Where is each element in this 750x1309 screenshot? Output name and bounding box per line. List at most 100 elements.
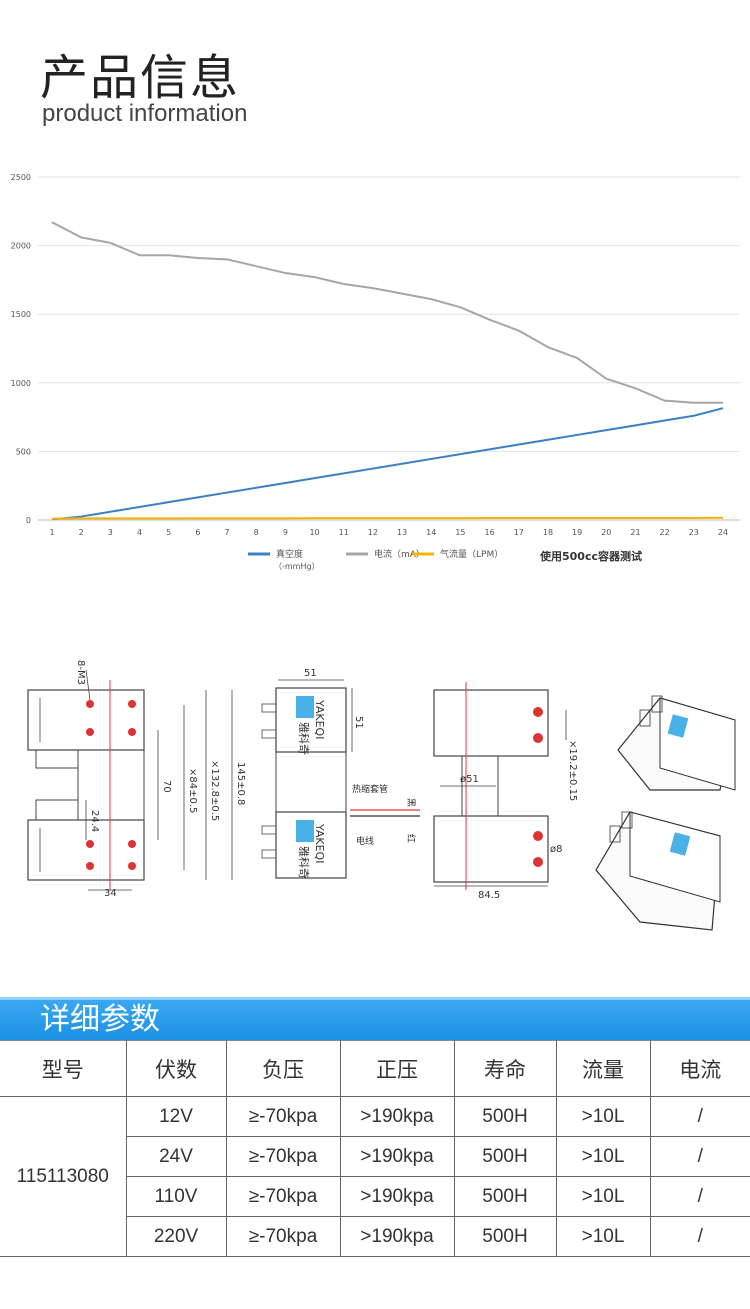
chart-grid xyxy=(38,176,740,521)
table-cell: 500H xyxy=(453,1176,557,1217)
dim-51-side-label: 51 xyxy=(353,716,364,729)
table-cell: 220V xyxy=(126,1216,227,1257)
heat-tube-label: 热缩套管 xyxy=(352,783,388,795)
x-tick-label: 8 xyxy=(254,528,259,537)
x-tick-label: 24 xyxy=(718,528,728,537)
x-tick-label: 19 xyxy=(572,528,582,537)
table-cell: / xyxy=(649,1096,750,1137)
x-tick-label: 9 xyxy=(283,528,288,537)
dim-phi8-label: ø8 xyxy=(550,844,562,855)
x-tick-label: 2 xyxy=(79,528,84,537)
brand-cn-label: 雅科奇 xyxy=(297,722,311,755)
legend-label: 真空度 xyxy=(276,548,303,560)
x-tick-label: 22 xyxy=(660,528,670,537)
mount-hole-icon xyxy=(86,728,94,736)
table-cell: >190kpa xyxy=(339,1216,455,1257)
chart-annotation: 使用500cc容器测试 xyxy=(539,549,642,563)
table-cell: 500H xyxy=(453,1136,557,1177)
table-row: 115113080 12V ≥-70kpa >190kpa 500H >10L … xyxy=(0,1096,750,1257)
brand-en-label: YAKEQI xyxy=(313,699,326,739)
x-tick-label: 15 xyxy=(455,528,465,537)
dim-132-label: ×132.8±0.5 xyxy=(209,760,220,821)
mount-hole-icon xyxy=(128,728,136,736)
table-cell: >190kpa xyxy=(339,1096,455,1137)
dim-hole-label: 8-M3 xyxy=(75,660,86,685)
table-cell: >10L xyxy=(555,1176,651,1217)
x-tick-label: 10 xyxy=(309,528,319,537)
x-tick-label: 21 xyxy=(630,528,640,537)
dim-845-label: 84.5 xyxy=(478,890,500,901)
port-icon xyxy=(533,733,543,743)
front-view-drawing: 8-M3 70 ×84±0.5 ×132.8±0.5 145±0.8 24.4 … xyxy=(27,660,246,899)
dim-70-label: 70 xyxy=(161,780,172,793)
table-cell: >190kpa xyxy=(339,1136,455,1177)
wire-label: 电线 xyxy=(356,835,374,847)
x-tick-label: 23 xyxy=(689,528,699,537)
table-row: 220V ≥-70kpa >190kpa 500H >10L / xyxy=(0,1216,750,1257)
legend-sub-label: （-mmHg） xyxy=(274,562,320,571)
table-cell: ≥-70kpa xyxy=(225,1096,341,1137)
series-line-3 xyxy=(51,516,724,520)
pump-3d-illustration xyxy=(595,695,736,931)
table-row: 24V ≥-70kpa >190kpa 500H >10L / xyxy=(0,1136,750,1177)
table-cell: 24V xyxy=(126,1136,227,1177)
col-header: 型号 xyxy=(0,1040,127,1097)
port-icon xyxy=(533,857,543,867)
brand-cn-label: 雅科奇 xyxy=(297,846,311,879)
spec-header-row: 型号 伏数 负压 正压 寿命 流量 电流 xyxy=(0,1040,750,1097)
col-header: 正压 xyxy=(339,1040,455,1097)
table-cell: / xyxy=(649,1216,750,1257)
red-wire-label: 红 xyxy=(405,834,417,843)
brand-en-label: YAKEQI xyxy=(313,823,326,863)
col-header: 流量 xyxy=(555,1040,651,1097)
dim-51-top-label: 51 xyxy=(304,668,317,679)
dim-145-label: 145±0.8 xyxy=(235,762,246,805)
mount-hole-icon xyxy=(128,700,136,708)
x-tick-label: 3 xyxy=(108,528,113,537)
dim-192-label: ×19.2±0.15 xyxy=(567,740,578,801)
x-tick-label: 16 xyxy=(485,528,495,537)
x-tick-label: 11 xyxy=(339,528,349,537)
x-tick-label: 17 xyxy=(514,528,524,537)
brand-logo-icon xyxy=(296,696,314,718)
spec-header-bar xyxy=(0,997,750,1041)
y-tick-label: 1500 xyxy=(11,310,31,319)
technical-drawings: 8-M3 70 ×84±0.5 ×132.8±0.5 145±0.8 24.4 … xyxy=(27,660,736,931)
x-tick-label: 13 xyxy=(397,528,407,537)
black-wire-label: 黑 xyxy=(405,798,416,807)
x-tick-label: 12 xyxy=(368,528,378,537)
x-tick-label: 20 xyxy=(601,528,611,537)
mount-hole-icon xyxy=(86,862,94,870)
x-tick-label: 6 xyxy=(195,528,200,537)
x-tick-label: 5 xyxy=(166,528,171,537)
table-cell: 500H xyxy=(453,1216,557,1257)
mount-hole-icon xyxy=(86,700,94,708)
table-cell: / xyxy=(649,1176,750,1217)
table-cell: ≥-70kpa xyxy=(225,1216,341,1257)
table-cell: >190kpa xyxy=(339,1176,455,1217)
y-tick-label: 500 xyxy=(16,447,31,456)
table-cell: 500H xyxy=(453,1096,557,1137)
spec-table: 型号 伏数 负压 正压 寿命 流量 电流 115113080 12V ≥-70k… xyxy=(0,1040,750,1257)
table-cell: 12V xyxy=(125,1096,227,1137)
y-tick-label: 2000 xyxy=(11,242,31,251)
page-title: 产品信息 xyxy=(40,50,241,106)
dim-phi51-label: ø51 xyxy=(460,774,479,785)
brand-logo-icon xyxy=(669,832,691,856)
page-subtitle: product information xyxy=(42,100,248,127)
model-cell: 115113080 xyxy=(0,1096,127,1257)
mount-hole-icon xyxy=(128,840,136,848)
brand-logo-icon xyxy=(296,820,314,842)
x-tick-label: 18 xyxy=(543,528,553,537)
x-tick-label: 4 xyxy=(137,528,142,537)
x-tick-label: 1 xyxy=(49,528,54,537)
mount-hole-icon xyxy=(128,862,136,870)
table-cell: >10L xyxy=(555,1136,651,1177)
x-tick-label: 14 xyxy=(426,528,436,537)
table-cell: / xyxy=(649,1136,750,1177)
side-view-drawing: 51 YAKEQI 雅科奇 YAKEQI 雅科奇 51 热缩套管 电线 黑 红 xyxy=(261,668,420,879)
legend-label: 电流（mA） xyxy=(374,548,425,560)
col-header: 负压 xyxy=(225,1040,341,1097)
